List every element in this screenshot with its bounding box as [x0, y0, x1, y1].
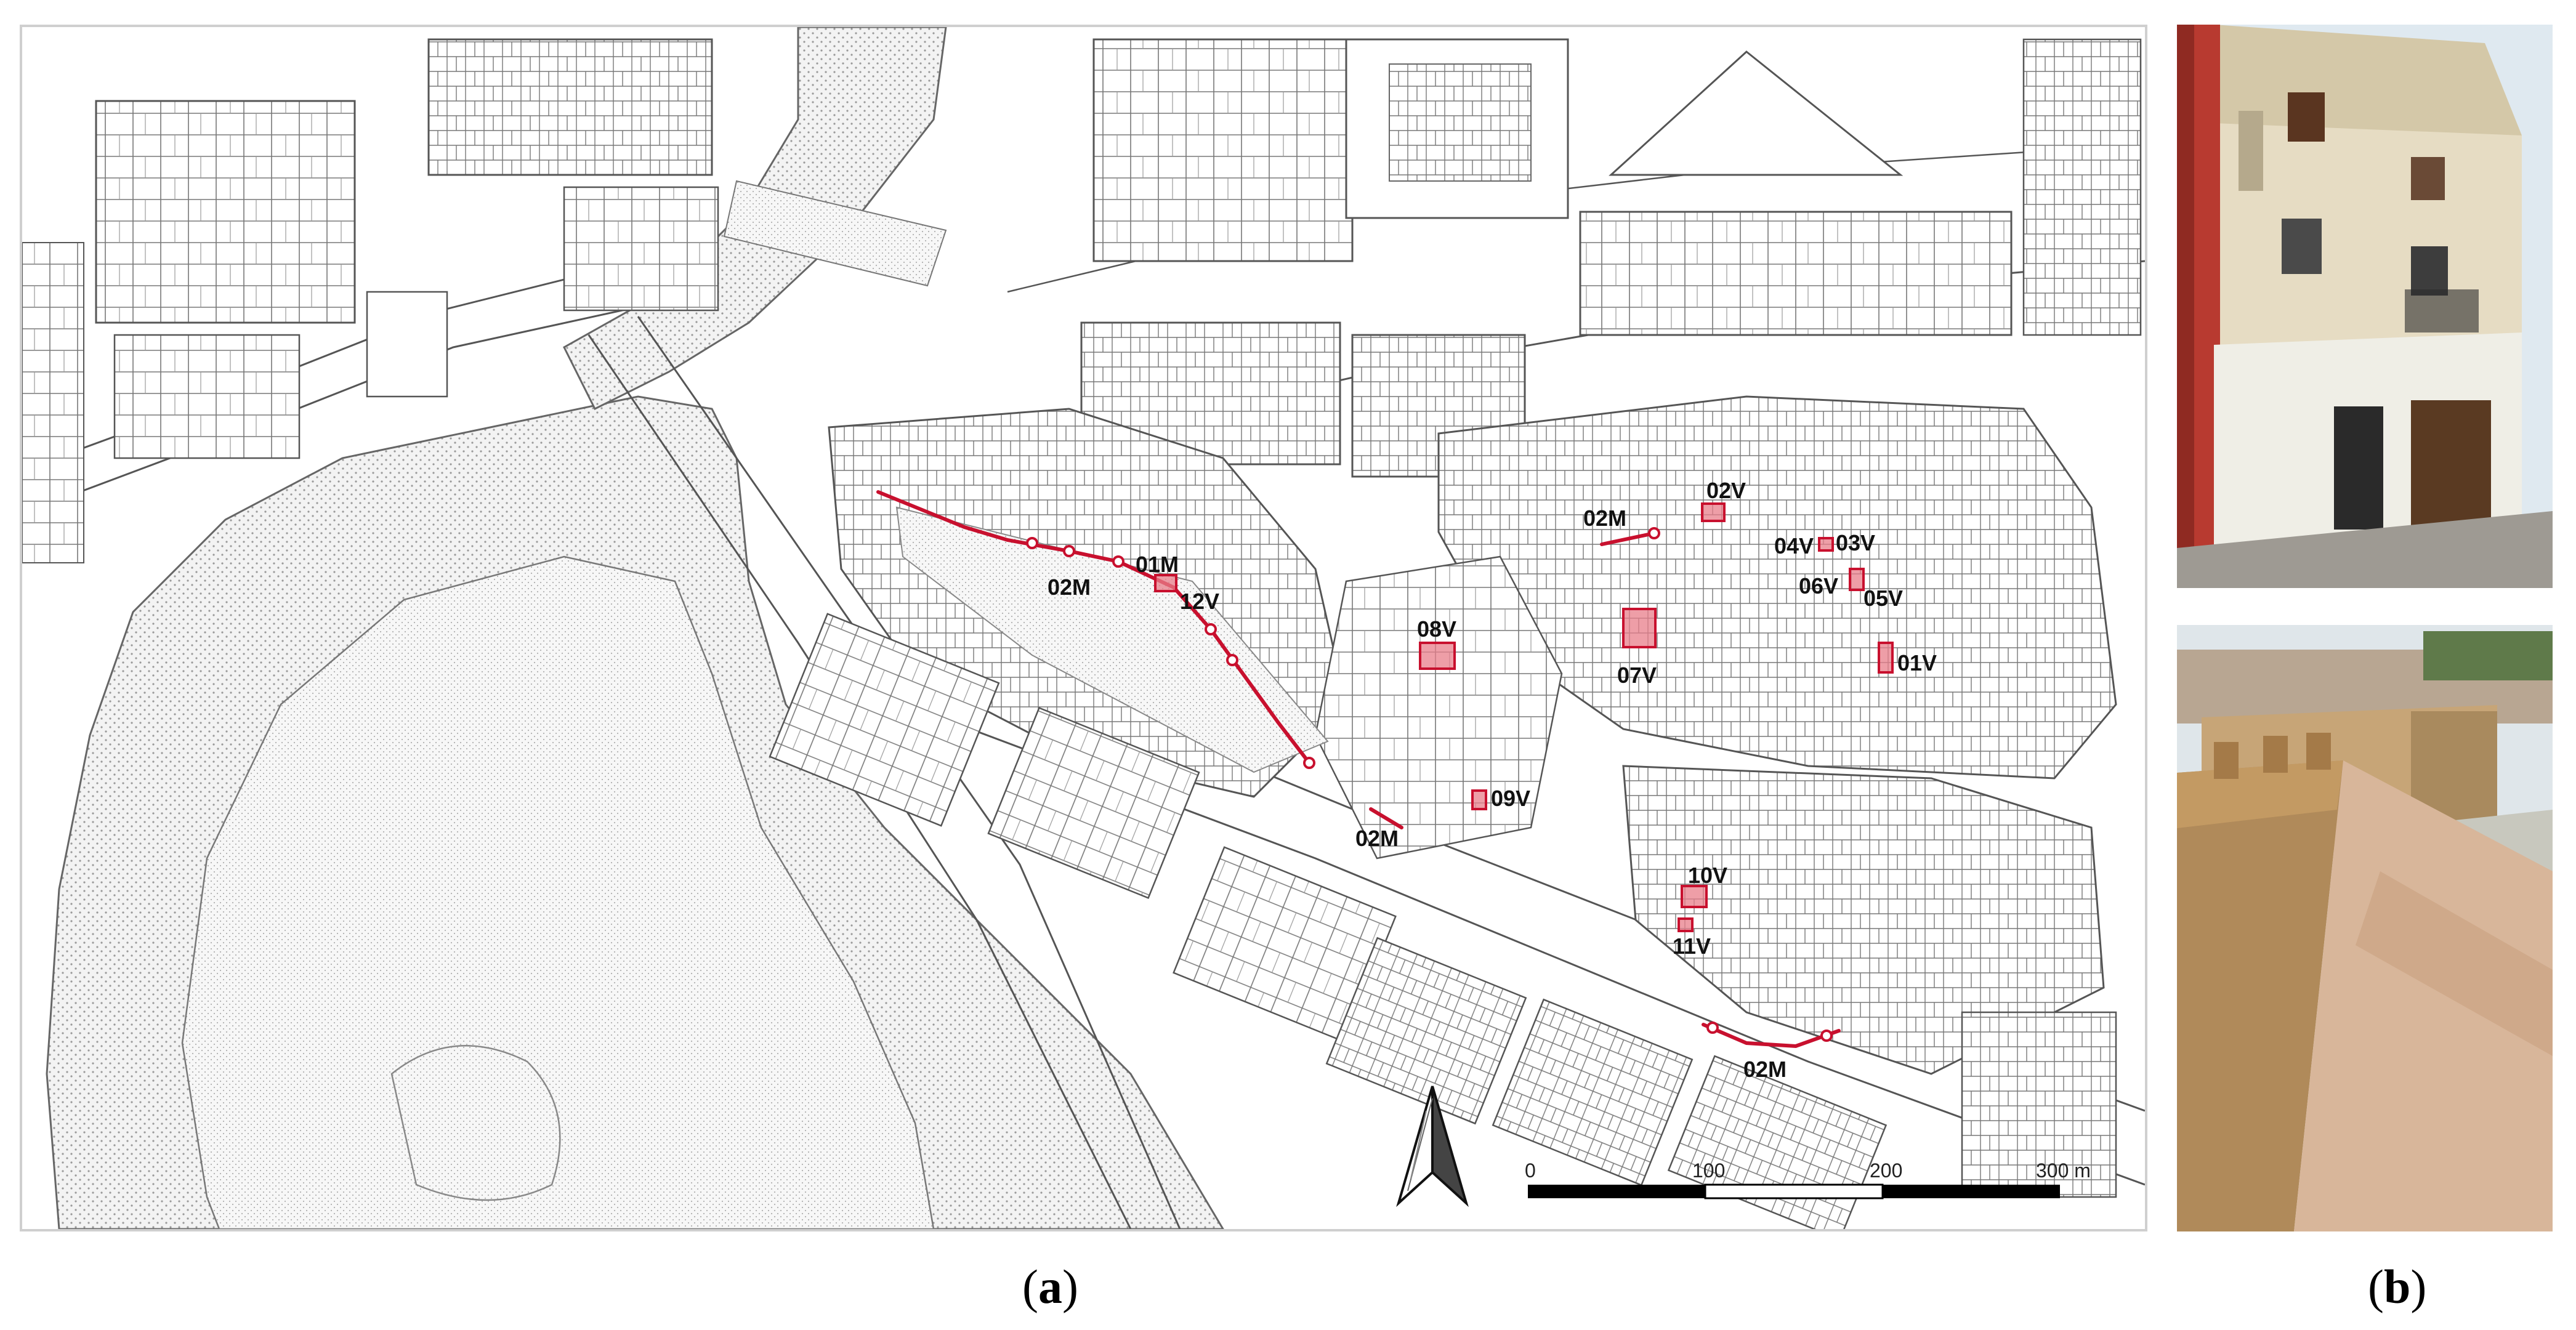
scale-tick-label: 200 [1870, 1159, 1902, 1182]
riverbed-island [181, 555, 935, 1229]
scale-tick-label: 100 [1692, 1159, 1725, 1182]
panel-label-letter: a [1038, 1260, 1062, 1313]
heritage-buildings [1154, 502, 1894, 932]
building-09v [1471, 789, 1487, 810]
scale-bar: 0 100 200 300 m [1525, 1159, 2091, 1199]
panel-label-a: (a) [1022, 1259, 1078, 1315]
map-label: 04V [1774, 533, 1814, 558]
map-label: 07V [1617, 663, 1657, 688]
building-08v [1419, 642, 1456, 670]
building-01v [1878, 642, 1894, 674]
building-06v [1849, 568, 1865, 591]
house-facade-photo [2177, 25, 2553, 588]
map-label: 01M [1136, 552, 1179, 577]
map-label: 08V [1417, 616, 1456, 642]
map-label: 11V [1673, 933, 1711, 959]
panel-label-open: ( [2368, 1260, 2384, 1313]
panel-label-close: ) [2410, 1260, 2427, 1313]
map-label: 03V [1836, 530, 1875, 555]
scale-tick-label: 300 m [2036, 1159, 2091, 1182]
map-label: 02M [1355, 826, 1399, 851]
map-label: 12V [1180, 589, 1219, 614]
map-label: 02M [1048, 574, 1091, 600]
map-labels: 01M 02M 12V 02M 02V 04V 03V 06V 05V 08V … [1048, 478, 1937, 1082]
map-panel: 01M 02M 12V 02M 02V 04V 03V 06V 05V 08V … [20, 25, 2147, 1231]
building-10v [1681, 885, 1708, 908]
building-12v [1154, 574, 1177, 592]
map-label: 06V [1799, 573, 1838, 598]
map-label: 02V [1706, 478, 1746, 503]
panel-label-b: (b) [2368, 1259, 2426, 1315]
building-02v [1701, 502, 1726, 522]
map-label: 02M [1743, 1057, 1787, 1082]
map-label: 05V [1863, 586, 1903, 611]
cadastral-map[interactable]: 01M 02M 12V 02M 02V 04V 03V 06V 05V 08V … [22, 27, 2145, 1229]
scale-tick-label: 0 [1525, 1159, 1536, 1182]
building-04v [1818, 537, 1834, 552]
wall-towers [1026, 527, 1833, 1042]
map-label: 01V [1897, 650, 1937, 675]
building-07v [1622, 608, 1657, 648]
map-label: 10V [1688, 863, 1727, 888]
panel-label-open: ( [1022, 1260, 1038, 1313]
panel-label-close: ) [1062, 1260, 1078, 1313]
wall-segment-02m-south [1702, 1023, 1841, 1049]
map-label: 09V [1491, 786, 1530, 811]
wall-segment-02m-north [1600, 531, 1656, 546]
wall-segment-02m-mid [1369, 807, 1403, 829]
panel-label-letter: b [2383, 1260, 2411, 1313]
building-11v [1678, 917, 1694, 932]
map-label: 02M [1583, 506, 1626, 531]
north-arrow-icon [1396, 1086, 1469, 1207]
city-wall-photo [2177, 625, 2553, 1231]
